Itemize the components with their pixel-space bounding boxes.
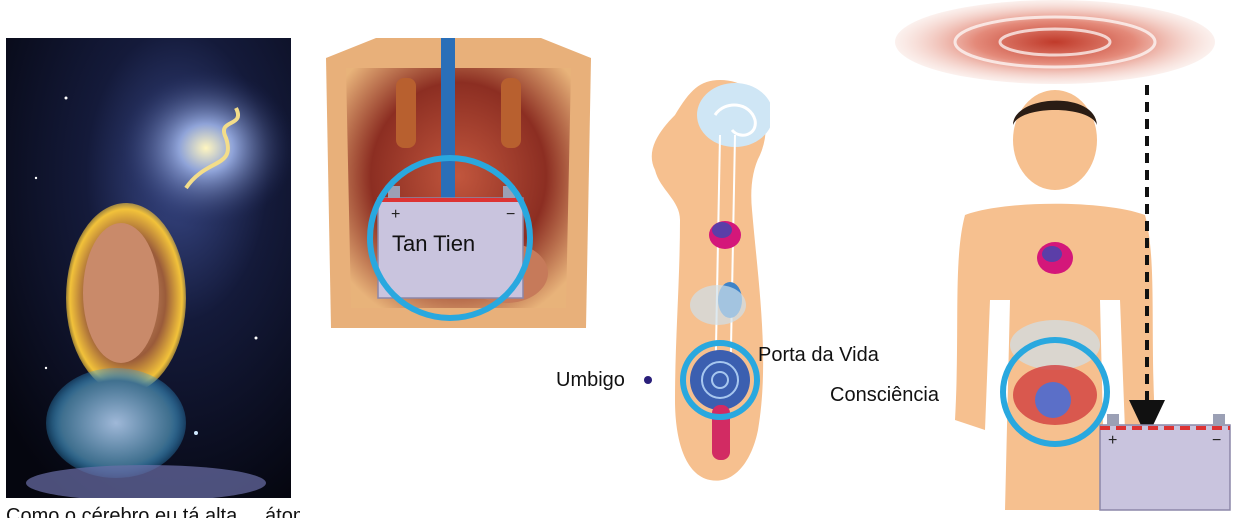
consciencia-label: Consciência — [830, 384, 939, 407]
battery-icon — [1100, 414, 1230, 510]
caption-crop: Como o cérebro eu tá alta ... átomo — [0, 505, 300, 518]
battery-plus-icon-2: + — [1108, 432, 1117, 450]
fetus-cosmos-image — [6, 38, 291, 498]
front-man-diagram: + − — [895, 0, 1234, 518]
caption-partial: Como o cérebro eu tá alta ... átomo — [6, 505, 300, 518]
side-body-diagram — [640, 60, 770, 490]
battery-minus-icon: − — [506, 206, 515, 224]
tan-tien-label: Tan Tien — [392, 231, 475, 257]
umbigo-label: Umbigo — [556, 369, 625, 392]
abdominal-anatomy-image: + − Tan Tien — [316, 38, 601, 343]
battery-minus-icon-2: − — [1212, 432, 1221, 450]
porta-da-vida-label: Porta da Vida — [758, 344, 879, 367]
battery-plus-icon: + — [391, 206, 400, 224]
